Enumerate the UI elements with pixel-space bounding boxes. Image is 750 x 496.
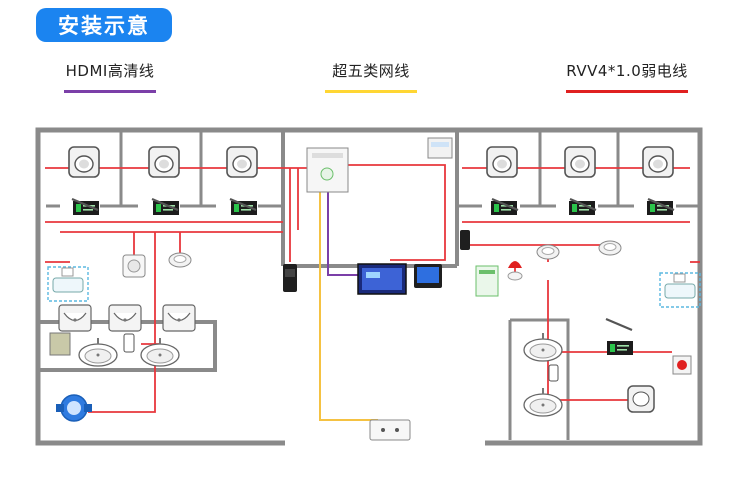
hand-dryer-icon (47, 266, 89, 302)
hand-dryer-icon (659, 272, 701, 308)
urinal-icon (58, 304, 196, 332)
water-meter-icon (56, 394, 92, 422)
hdmi-cable (327, 190, 360, 276)
legend-label-weak-current: RVV4*1.0弱电线 (566, 62, 688, 80)
network-cable (319, 190, 378, 421)
page-title: 安装示意 (36, 8, 172, 42)
smoke-detector-icon (122, 254, 146, 278)
sensor-tap-icon (548, 364, 559, 382)
touch-panel-icon (414, 264, 442, 288)
info-poster-icon (475, 265, 499, 297)
power-socket-icon (369, 419, 411, 441)
access-reader-icon (460, 230, 470, 250)
legend-hdmi: HDMI高清线 (64, 60, 156, 93)
legend-line-hdmi (64, 90, 156, 93)
toilet-stall-sensor-icon (627, 385, 655, 413)
legend-network: 超五类网线 (325, 60, 417, 93)
smoke-detector-icon (168, 252, 192, 268)
soap-dispenser-icon (49, 332, 71, 356)
legend-label-network: 超五类网线 (332, 62, 410, 80)
legend-line-network (325, 90, 417, 93)
smoke-detector-icon (598, 240, 622, 256)
emergency-button-icon (672, 355, 692, 375)
legend-weak-current: RVV4*1.0弱电线 (566, 60, 688, 93)
display-screen-icon (357, 263, 407, 295)
legend-label-hdmi: HDMI高清线 (65, 62, 155, 80)
toilet-stall-sensor-icon (68, 146, 258, 178)
power-supply-icon (427, 137, 453, 159)
sensor-tap-icon (123, 333, 135, 353)
legend-line-weak-current (566, 90, 688, 93)
controller-box-icon (306, 147, 349, 193)
toilet-stall-sensor-icon (486, 146, 674, 178)
alarm-light-icon (507, 261, 523, 281)
access-reader-icon (283, 264, 297, 292)
smoke-detector-icon (536, 244, 560, 260)
